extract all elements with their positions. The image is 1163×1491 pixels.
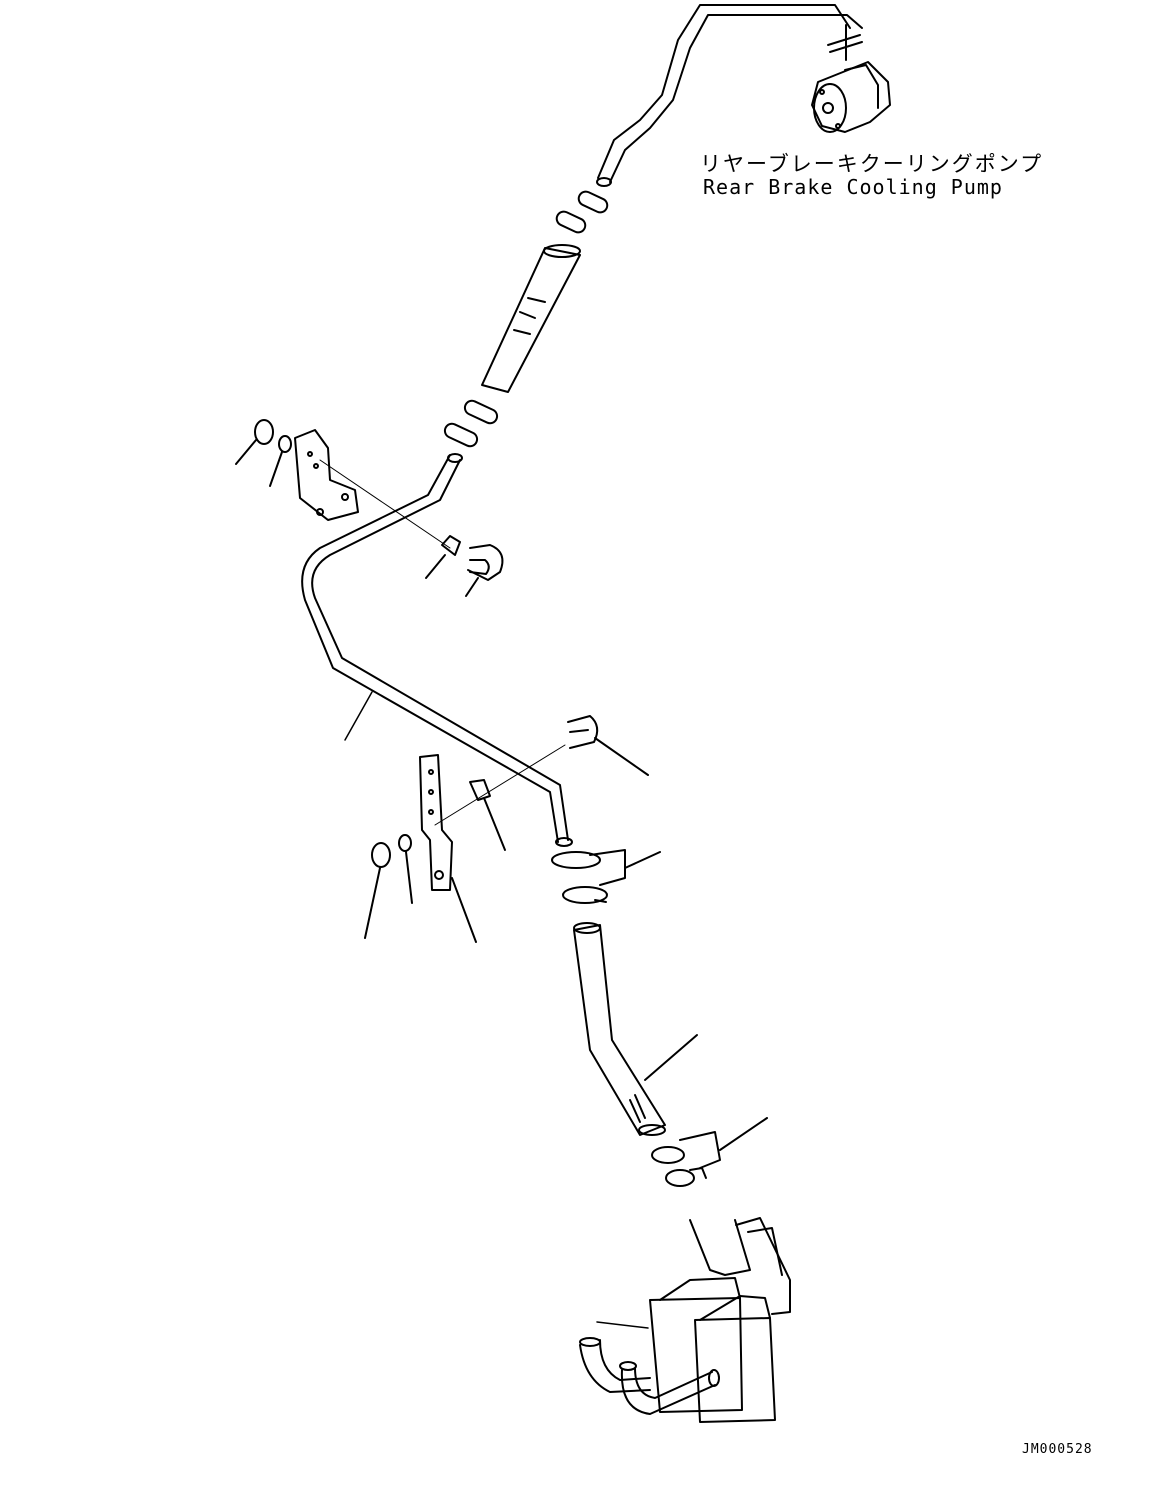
hose-clamp-middle (562, 886, 608, 904)
u-bolt-upper (465, 544, 504, 597)
lower-hose-connectors (443, 399, 499, 448)
pump-label-jp: リヤーブレーキクーリングポンプ (700, 152, 1044, 176)
washer-upper (269, 435, 292, 487)
washer-lower (398, 834, 413, 904)
drawing-id: JM000528 (1022, 1442, 1093, 1457)
rear-brake-cooling-pump (811, 24, 891, 133)
bracket-upper (294, 429, 359, 521)
bracket-lower (419, 754, 477, 943)
hose-clamp-upper (551, 849, 661, 886)
main-steel-tube (301, 453, 573, 847)
oil-cooler (579, 1217, 791, 1423)
upper-hose-connectors (555, 190, 609, 234)
nut-lower (364, 842, 391, 939)
hose (481, 244, 581, 393)
pump-label-en: Rear Brake Cooling Pump (703, 175, 1003, 199)
hose-clamp-lower-a (651, 1117, 768, 1169)
hose-clamp-lower-b (665, 1167, 707, 1187)
clip-upper (425, 535, 461, 579)
nut-upper (235, 419, 274, 465)
clip-lower (469, 779, 506, 851)
lower-hose (573, 922, 698, 1136)
upper-steel-tube (596, 4, 863, 187)
u-bolt-lower (567, 715, 649, 776)
